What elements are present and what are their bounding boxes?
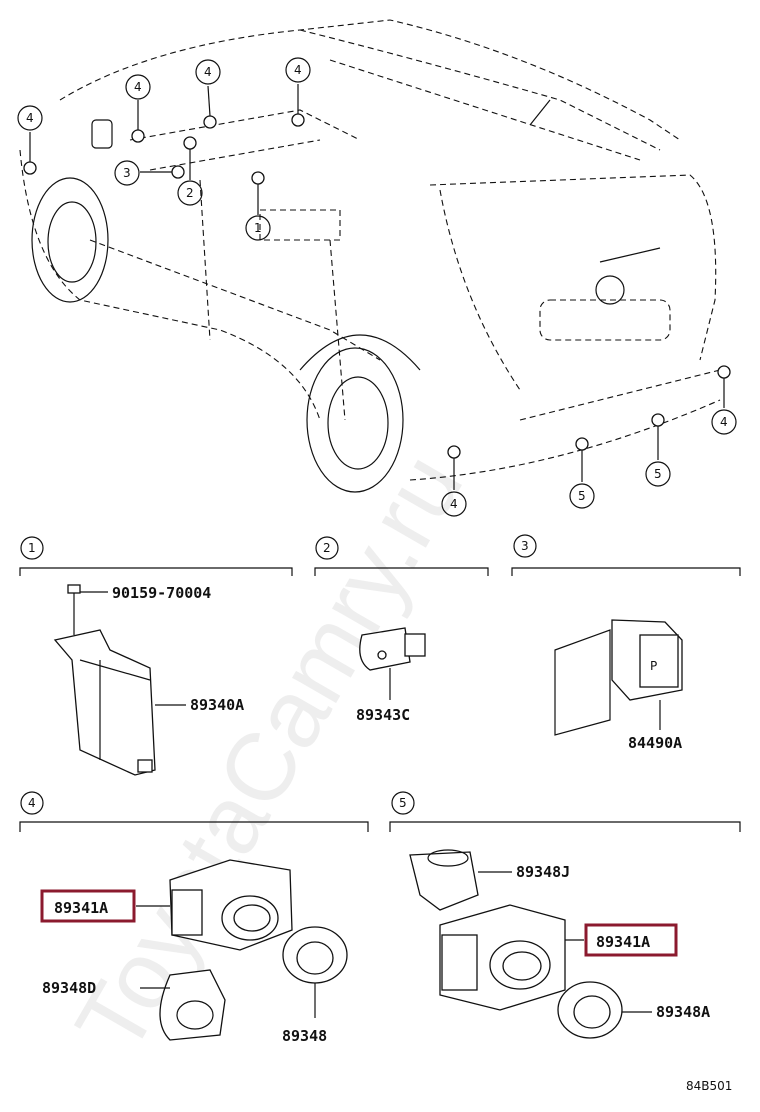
svg-text:5: 5 — [654, 467, 662, 481]
part-number-89340a[interactable]: 89340A — [190, 696, 244, 714]
parking-assist-computer — [53, 607, 186, 776]
buzzer-part — [359, 627, 426, 700]
section-1: 1 90159-70004 89340A — [19, 536, 293, 776]
part-number-89348d[interactable]: 89348D — [42, 979, 96, 997]
retainer-d-part — [140, 969, 226, 1041]
section-5: 5 89348J 89341A 89348A — [389, 791, 741, 1039]
svg-text:5: 5 — [578, 489, 586, 503]
svg-text:4: 4 — [26, 111, 34, 125]
highlight-box-89341a-left — [40, 889, 136, 923]
retainer-part — [282, 926, 348, 1018]
svg-text:4: 4 — [720, 415, 728, 429]
part-number-84490a[interactable]: 84490A — [628, 734, 682, 752]
svg-text:5: 5 — [399, 796, 407, 810]
section-4: 4 89341A 89348D 89348 — [19, 791, 369, 1045]
retainer-a-part — [557, 981, 652, 1039]
part-number-90159-70004[interactable]: 90159-70004 — [112, 584, 211, 602]
parking-sensor-switch: P — [554, 619, 683, 736]
part-number-89343c[interactable]: 89343C — [356, 706, 410, 724]
svg-text:3: 3 — [123, 166, 131, 180]
section-2: 2 89343C — [314, 536, 489, 724]
part-number-89341a-left[interactable]: 89341A — [54, 899, 108, 917]
ultrasonic-sensor-left — [169, 859, 293, 951]
part-number-89348j[interactable]: 89348J — [516, 863, 570, 881]
part-number-89348a[interactable]: 89348A — [656, 1003, 710, 1021]
retainer-j-part — [409, 849, 512, 911]
svg-text:1: 1 — [28, 541, 36, 555]
svg-text:4: 4 — [450, 497, 458, 511]
screw-part — [67, 584, 108, 607]
svg-text:2: 2 — [323, 541, 331, 555]
part-number-89348[interactable]: 89348 — [282, 1027, 327, 1045]
ultrasonic-sensor-right — [439, 904, 566, 1011]
vehicle-illustration — [19, 19, 721, 493]
highlight-box-89341a-right — [584, 923, 678, 957]
svg-text:1: 1 — [254, 221, 262, 235]
svg-text:4: 4 — [204, 65, 212, 79]
svg-text:4: 4 — [134, 80, 142, 94]
part-number-89341a-right[interactable]: 89341A — [596, 933, 650, 951]
section-3: 3 P 84490A — [511, 534, 741, 752]
svg-text:2: 2 — [186, 186, 194, 200]
svg-text:3: 3 — [521, 539, 529, 553]
svg-text:4: 4 — [28, 796, 36, 810]
svg-text:P: P — [650, 659, 657, 673]
svg-text:4: 4 — [294, 63, 302, 77]
diagram-code: 84B501 — [686, 1079, 732, 1093]
vehicle-callouts: 4 4 4 4 3 2 1 4 5 5 4 — [17, 57, 737, 517]
